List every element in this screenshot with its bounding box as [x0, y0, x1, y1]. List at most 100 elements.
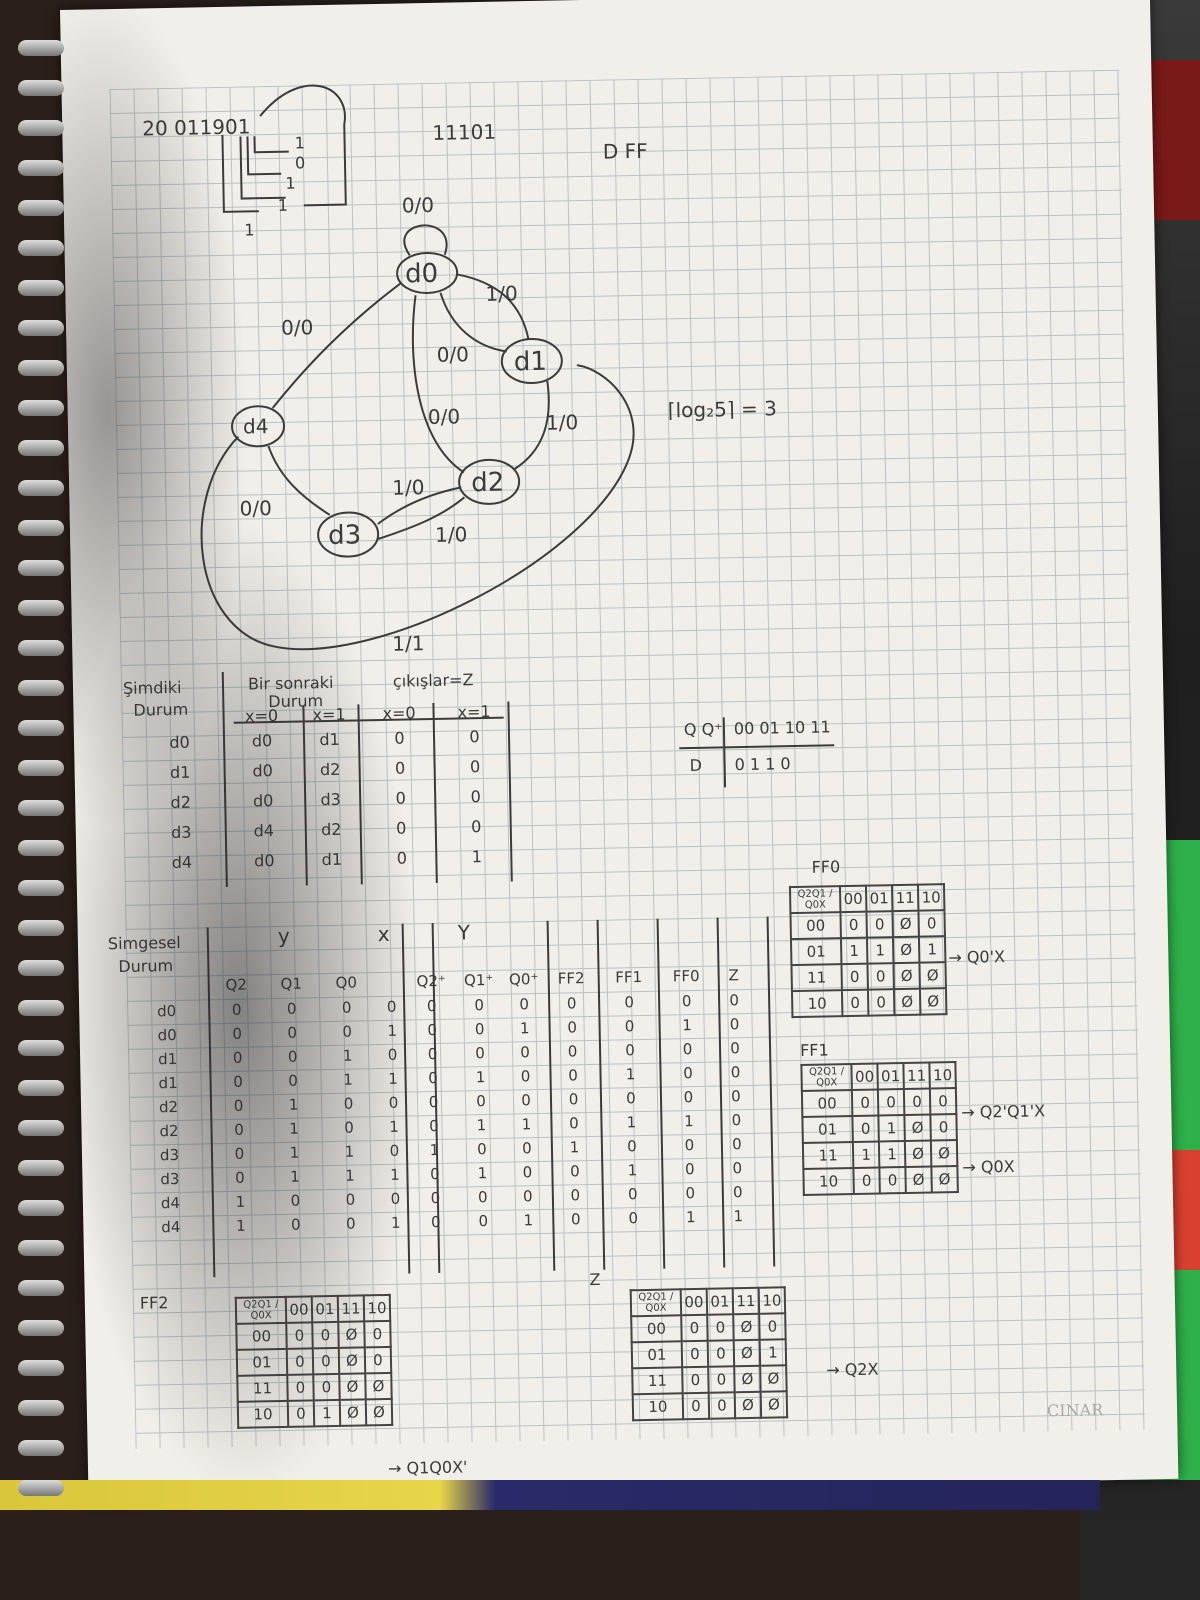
- cell: 0: [389, 1141, 400, 1160]
- spiral-ring: [18, 1360, 64, 1376]
- cell: d4: [161, 1217, 181, 1237]
- kmap-row-label: 11: [237, 1374, 288, 1402]
- kmap-cell: Ø: [892, 910, 919, 938]
- kmap-cell: 0: [840, 911, 867, 939]
- cell: 0: [234, 1120, 244, 1139]
- cell: 0: [627, 1185, 638, 1204]
- cell: 0: [388, 1093, 399, 1112]
- kmap-cell: 0: [841, 963, 868, 991]
- cell: 1: [685, 1208, 696, 1227]
- cell: d2: [159, 1121, 179, 1141]
- spiral-ring: [18, 160, 64, 176]
- col-header: FF2: [557, 969, 585, 988]
- kmap-cell: 0: [682, 1366, 709, 1394]
- cell: 0: [390, 1189, 401, 1208]
- spiral-ring: [18, 1440, 64, 1456]
- cell: 1: [569, 1138, 580, 1157]
- cell: 1: [388, 1069, 399, 1088]
- kmap-cell: 0: [313, 1373, 340, 1401]
- cell: 0: [731, 1087, 741, 1106]
- cell: 0: [732, 1159, 743, 1178]
- cell: 1: [477, 1164, 488, 1183]
- spiral-ring: [18, 1160, 64, 1176]
- col-header: Q1: [280, 974, 303, 993]
- cell: 1: [235, 1192, 246, 1211]
- kmap-cell: Ø: [733, 1339, 761, 1367]
- kmap-cell: 1: [918, 936, 946, 963]
- kmap-cell: 0: [312, 1321, 339, 1349]
- cell: 0: [624, 993, 635, 1012]
- notebook-spiral: [0, 40, 70, 1540]
- cell: 0: [477, 1188, 488, 1207]
- cell: 0: [628, 1209, 639, 1228]
- kmap-cell: 0: [682, 1392, 710, 1420]
- kmap-row-label: 10: [237, 1400, 289, 1428]
- cell: 1: [682, 1016, 693, 1035]
- kmap-cell: 0: [681, 1340, 709, 1368]
- cell: 0: [478, 1212, 489, 1231]
- kmap-col: 01: [877, 1063, 904, 1090]
- col-header: Q0⁺: [508, 969, 539, 989]
- kmap-row-label: 00: [801, 1089, 853, 1117]
- cell: 0: [288, 1071, 299, 1090]
- kmap-cell: 0: [286, 1322, 313, 1349]
- spiral-ring: [18, 800, 64, 816]
- cell: 0: [475, 1044, 486, 1063]
- cell: 0: [730, 1063, 741, 1082]
- cell: 0: [570, 1210, 581, 1229]
- kmap-col: 01: [311, 1295, 339, 1323]
- kmap-corner: Q2Q1 / Q0X: [789, 886, 841, 914]
- kmap-cell: 1: [878, 1114, 905, 1142]
- kmap-col: 10: [363, 1294, 391, 1322]
- cell: 1: [343, 1070, 354, 1089]
- kmap-cell: 0: [851, 1089, 879, 1116]
- kmap-row-label: 00: [790, 912, 841, 940]
- cell: 0: [341, 998, 352, 1017]
- cell: 0: [344, 1118, 354, 1137]
- cell: 0: [345, 1214, 356, 1233]
- col-header: FF0: [672, 966, 700, 986]
- cell: 0: [234, 1144, 245, 1163]
- kmap-cell: Ø: [760, 1365, 787, 1392]
- cell: 0: [682, 1040, 693, 1059]
- cell: 0: [231, 1000, 242, 1019]
- cell: 0: [290, 1215, 301, 1234]
- spiral-ring: [18, 880, 64, 896]
- spiral-ring: [18, 120, 64, 136]
- spiral-ring: [18, 1200, 64, 1216]
- cell: 0: [626, 1089, 636, 1108]
- kmap-cell: 1: [866, 937, 894, 964]
- cell: d3: [160, 1169, 180, 1189]
- spiral-ring: [18, 600, 64, 616]
- kmap-cell: Ø: [905, 1166, 932, 1193]
- cell: 1: [626, 1113, 637, 1132]
- spiral-ring: [18, 1080, 64, 1096]
- spiral-ring: [18, 200, 64, 216]
- cell: 1: [344, 1142, 355, 1161]
- cell: 0: [290, 1191, 301, 1210]
- spiral-ring: [18, 560, 64, 576]
- brand-watermark: CINAR: [1046, 1400, 1104, 1421]
- col-header: Q2: [225, 975, 248, 994]
- cell: 1: [342, 1046, 353, 1065]
- cell: 1: [476, 1116, 487, 1135]
- cell: d4: [160, 1193, 181, 1213]
- cell: 0: [522, 1163, 533, 1182]
- kmap-row-label: 00: [236, 1322, 287, 1350]
- cell: 0: [519, 995, 530, 1014]
- cell: 1: [235, 1216, 246, 1235]
- cell: 1: [389, 1117, 399, 1136]
- kmap-row-label: 10: [632, 1393, 684, 1421]
- kmap-col: 00: [839, 885, 867, 913]
- kmap-corner: Q2Q1 / Q0X: [630, 1289, 682, 1317]
- kmap-cell: Ø: [919, 962, 946, 989]
- kmap-result: → Q0X: [962, 1156, 1015, 1177]
- spiral-ring: [18, 1240, 64, 1256]
- kmap-cell: 0: [929, 1088, 957, 1115]
- cell: 1: [625, 1065, 636, 1084]
- spiral-ring: [18, 40, 64, 56]
- kmap-row-label: 10: [803, 1167, 854, 1195]
